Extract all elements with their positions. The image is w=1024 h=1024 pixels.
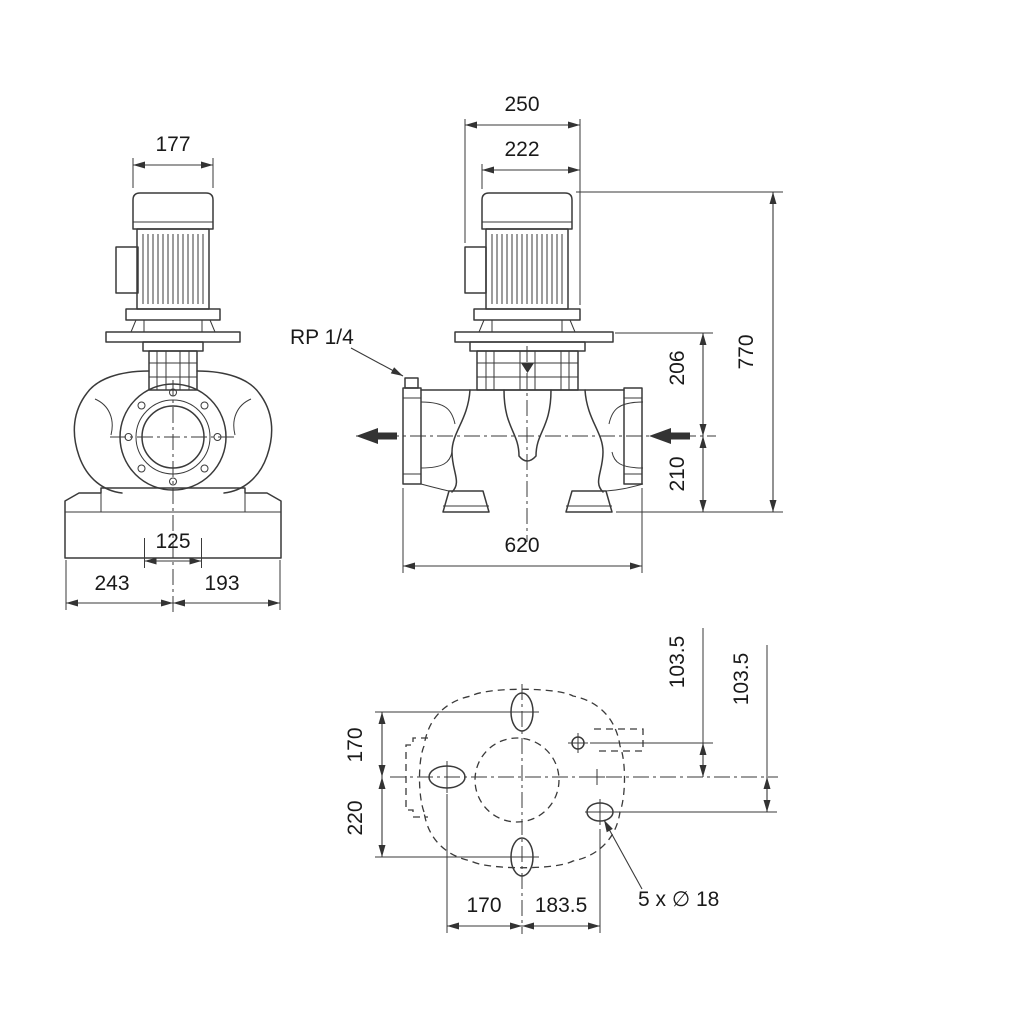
- plan-center-mark: [589, 769, 605, 785]
- dim-side-port-to-port: 620: [504, 534, 539, 557]
- flow-arrow-left-icon: [356, 428, 397, 444]
- dim-side-motor-width: 222: [504, 138, 539, 161]
- plan-view: 170 220 103.5 103.5 170 183.5 5 x ∅ 18: [344, 628, 778, 934]
- front-view-dimensions: 177 125 243 193: [65, 133, 281, 610]
- motor-front: [115, 192, 221, 333]
- flow-arrow-right-icon: [649, 428, 690, 444]
- plan-view-dimensions: 170 220 103.5 103.5 170 183.5 5 x ∅ 18: [344, 628, 777, 933]
- dim-front-base-left: 243: [94, 572, 129, 595]
- dim-front-base-right: 193: [204, 572, 239, 595]
- terminal-box-front: [115, 246, 139, 294]
- plan-left-flange: [405, 737, 428, 818]
- pump-side: [356, 331, 716, 542]
- side-view-dimensions: 250 222 RP 1/4 206 210 770 620: [290, 93, 783, 573]
- motor-side: [464, 192, 581, 333]
- dim-plan-center-to-bottom-port: 220: [344, 800, 367, 835]
- plug-label: RP 1/4: [290, 326, 354, 349]
- side-view: 250 222 RP 1/4 206 210 770 620: [290, 93, 783, 573]
- pump-footprint-outline: [418, 688, 626, 869]
- dim-plan-bottom-right: 183.5: [535, 894, 588, 917]
- dim-plan-bottom-left: 170: [466, 894, 501, 917]
- dim-plan-center-to-top-port: 170: [344, 727, 367, 762]
- dim-plan-offset-upper: 103.5: [666, 636, 689, 689]
- dim-side-top-to-center: 206: [666, 350, 689, 385]
- terminal-box-side: [464, 246, 487, 294]
- pump-front: [64, 331, 282, 612]
- holes-label: 5 x ∅ 18: [638, 888, 719, 911]
- plug-leader-line: [350, 347, 404, 377]
- dim-side-center-to-base: 210: [666, 456, 689, 491]
- dim-side-overall-width: 250: [504, 93, 539, 116]
- plan-right-stub: [594, 728, 644, 752]
- dim-side-total-height: 770: [735, 334, 758, 369]
- dim-front-motor-width: 177: [155, 133, 190, 156]
- dim-front-port-width: 125: [155, 530, 190, 553]
- base-front: [64, 487, 282, 559]
- front-view: 177 125 243 193: [64, 133, 282, 612]
- plug-boss: [404, 377, 419, 389]
- dim-plan-offset-lower: 103.5: [730, 653, 753, 706]
- holes-leader-line: [603, 819, 643, 890]
